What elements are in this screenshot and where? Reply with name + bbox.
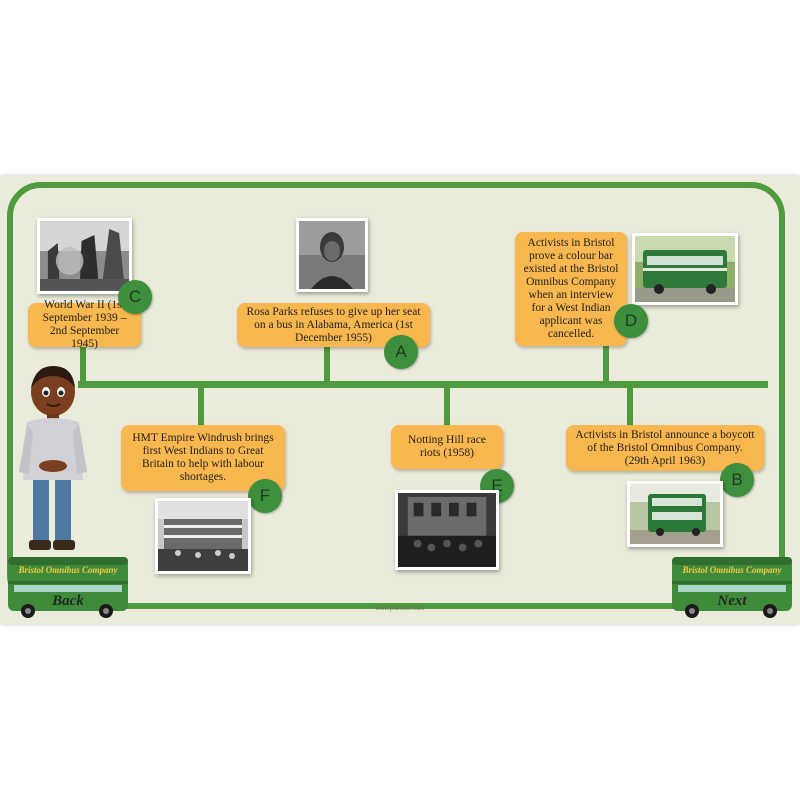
green-bus-photo xyxy=(632,233,738,305)
event-text: Activists in Bristol prove a colour bar … xyxy=(523,237,619,340)
event-card-rosa: Rosa Parks refuses to give up her seat o… xyxy=(237,303,430,347)
event-card-ww2: World War II (1st September 1939 – 2nd S… xyxy=(28,299,141,350)
event-text: Rosa Parks refuses to give up her seat o… xyxy=(246,305,421,344)
event-badge-a[interactable]: A xyxy=(384,335,418,369)
timeline-connector xyxy=(80,344,86,384)
timeline-connector xyxy=(627,384,633,426)
event-text: Notting Hill race riots (1958) xyxy=(408,434,486,459)
event-text: HMT Empire Windrush brings first West In… xyxy=(132,432,274,483)
timeline-connector xyxy=(444,384,450,426)
event-card-nottinghill: Notting Hill race riots (1958) xyxy=(391,425,503,469)
event-text: Activists in Bristol announce a boycott … xyxy=(575,428,755,467)
back-button[interactable]: Bristol Omnibus Company Back xyxy=(6,555,130,619)
event-text: World War II (1st September 1939 – 2nd S… xyxy=(42,299,127,350)
bus-icon xyxy=(672,557,792,618)
event-card-colourbar: Activists in Bristol prove a colour bar … xyxy=(515,232,627,346)
timeline-axis xyxy=(78,381,768,388)
event-badge-f[interactable]: F xyxy=(248,479,282,513)
boycott-bus-photo xyxy=(627,481,723,547)
character-illustration xyxy=(19,366,87,550)
ww2-photo xyxy=(37,218,132,294)
timeline-connector xyxy=(324,344,330,384)
event-badge-c[interactable]: C xyxy=(118,280,152,314)
timeline-connector xyxy=(603,344,609,384)
event-badge-d[interactable]: D xyxy=(614,304,648,338)
rosa-parks-photo xyxy=(296,218,368,292)
timeline-slide: World War II (1st September 1939 – 2nd S… xyxy=(0,176,800,624)
bus-icon xyxy=(8,557,128,618)
notting-hill-photo xyxy=(395,490,499,570)
next-button[interactable]: Bristol Omnibus Company Next xyxy=(670,555,794,619)
footer-url: www.planbee.com xyxy=(375,606,425,612)
bus-company-label: Bristol Omnibus Company xyxy=(682,565,782,575)
slide-frame xyxy=(7,182,785,609)
next-label: Next xyxy=(717,593,747,609)
bus-company-label: Bristol Omnibus Company xyxy=(18,565,118,575)
back-label: Back xyxy=(52,593,84,609)
timeline-connector xyxy=(198,384,204,426)
event-badge-b[interactable]: B xyxy=(720,463,754,497)
windrush-photo xyxy=(155,498,251,574)
